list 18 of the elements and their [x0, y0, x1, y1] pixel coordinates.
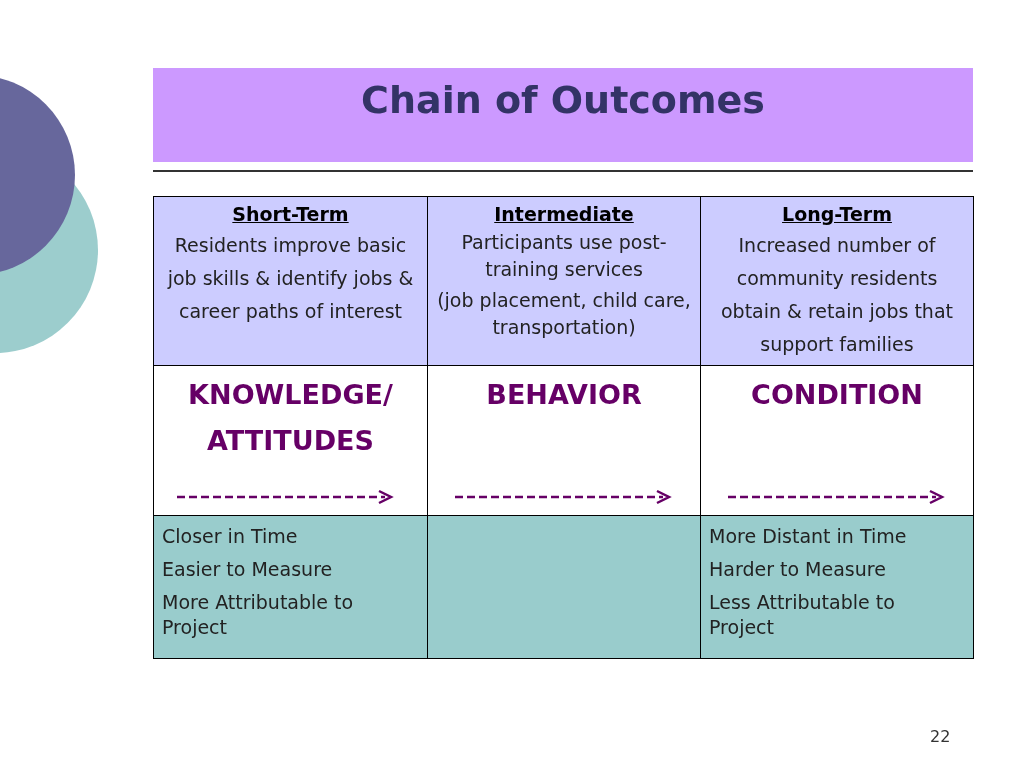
title: Chain of Outcomes	[360, 78, 766, 122]
cell-text: Closer in Time	[162, 524, 299, 549]
outcome-type: KNOWLEDGE/ ATTITUDES	[187, 378, 394, 458]
column-heading: Intermediate	[493, 203, 635, 225]
column-heading: Short-Term	[231, 203, 350, 225]
page-number: 22	[930, 727, 951, 746]
outcome-type: BEHAVIOR	[485, 378, 643, 412]
cell-text: Less Attributable to Project	[709, 590, 896, 640]
column-heading: Long-Term	[781, 203, 893, 225]
cell-text: (job placement, child care, transportation)	[436, 288, 692, 340]
cell-text: Increased number of community residents obtain & retain jobs that support families	[720, 233, 954, 357]
cell-text: More Distant in Time	[709, 524, 908, 549]
cell-text: Participants use post-training services	[460, 230, 668, 282]
cell-text: Easier to Measure	[162, 557, 334, 582]
cell-text: Residents improve basic job skills & identify jobs & career paths of interest	[166, 233, 415, 324]
cell-text: Harder to Measure	[709, 557, 887, 582]
cell-text: More Attributable to Project	[162, 590, 355, 640]
outcome-type: CONDITION	[750, 378, 924, 412]
